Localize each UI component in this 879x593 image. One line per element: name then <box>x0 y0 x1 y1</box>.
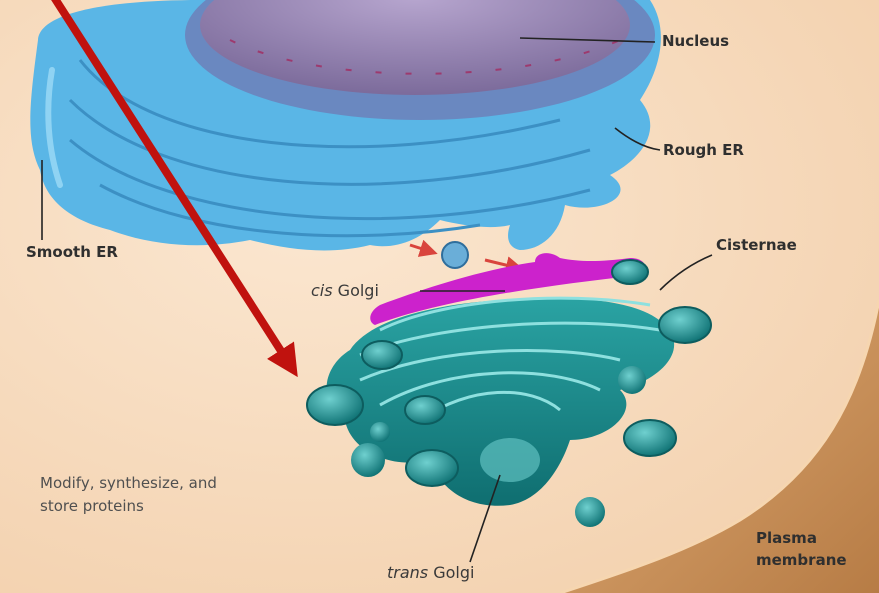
cis-prefix: cis <box>311 281 333 300</box>
golgi-vesicle-6 <box>362 341 402 369</box>
golgi-sphere-3 <box>618 366 646 394</box>
golgi-highlight <box>480 438 540 482</box>
golgi-vesicle-3 <box>307 385 363 425</box>
golgi-vesicle-2 <box>624 420 676 456</box>
caption-line1: Modify, synthesize, and <box>40 472 280 495</box>
caption-line2: store proteins <box>40 495 280 518</box>
cisternae-label: Cisternae <box>716 236 797 254</box>
golgi-vesicle-5 <box>406 450 458 486</box>
golgi-sphere-4 <box>370 422 390 442</box>
smooth-er-label: Smooth ER <box>26 243 118 261</box>
golgi-vesicle-4 <box>405 396 445 424</box>
cis-golgi-label: cis Golgi <box>311 281 379 300</box>
golgi-sphere-2 <box>575 497 605 527</box>
trans-suffix: Golgi <box>428 563 474 582</box>
function-caption: Modify, synthesize, and store proteins <box>40 472 280 518</box>
rough-er-label: Rough ER <box>663 141 744 159</box>
cis-suffix: Golgi <box>333 281 379 300</box>
golgi-vesicle-1 <box>659 307 711 343</box>
golgi-sphere-1 <box>351 443 385 477</box>
golgi-vesicle-7 <box>612 260 648 284</box>
plasma-membrane-label: Plasma membrane <box>756 527 847 571</box>
transport-vesicle <box>442 242 468 268</box>
plasma-membrane-line2: membrane <box>756 549 847 571</box>
plasma-membrane-line1: Plasma <box>756 527 847 549</box>
nucleus-label: Nucleus <box>662 32 729 50</box>
trans-golgi-label: trans Golgi <box>387 563 474 582</box>
trans-prefix: trans <box>387 563 428 582</box>
